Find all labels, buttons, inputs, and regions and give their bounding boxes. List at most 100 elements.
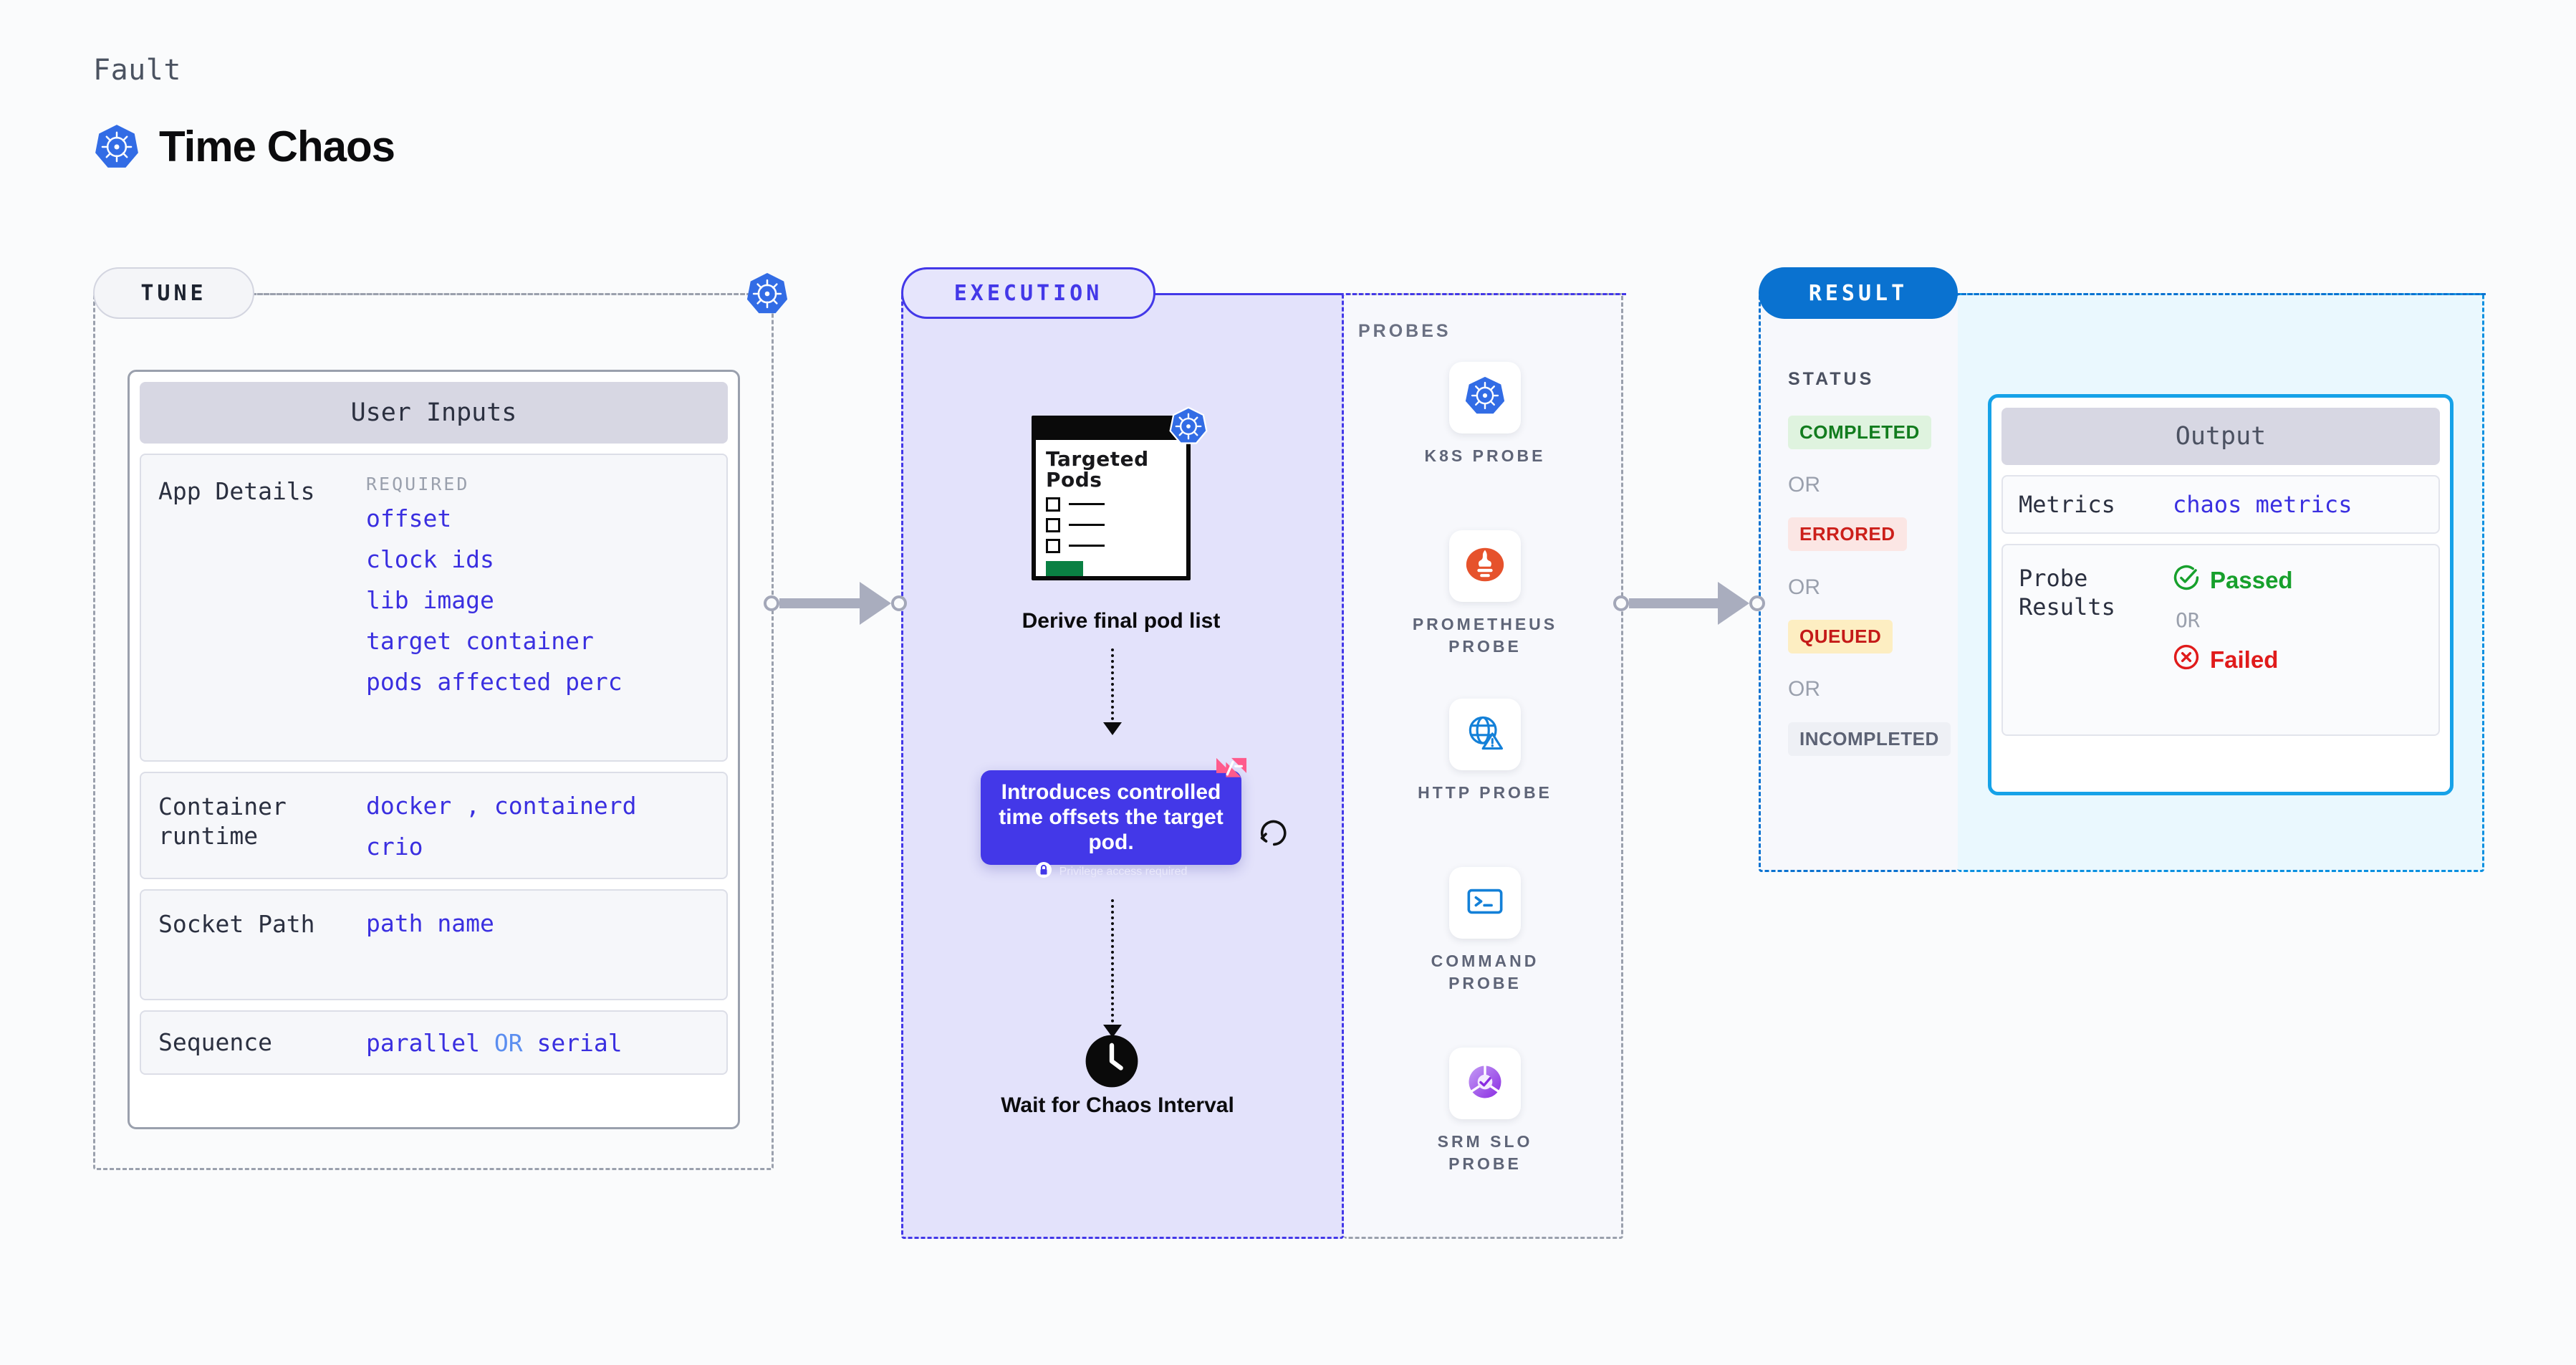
list-item xyxy=(1046,497,1176,512)
value-offset[interactable]: offset xyxy=(366,504,452,532)
targeted-pods-card: Targeted Pods xyxy=(1032,416,1191,580)
placeholder-line xyxy=(1069,503,1105,506)
flow-connector-line xyxy=(1111,899,1114,1028)
value-crio[interactable]: crio xyxy=(366,833,423,861)
wait-for-chaos-interval-label: Wait for Chaos Interval xyxy=(1001,1093,1234,1117)
probe-item-http[interactable]: HTTP PROBE xyxy=(1403,699,1567,804)
checkbox-icon xyxy=(1046,517,1060,532)
failed-label: Failed xyxy=(2210,646,2279,673)
page-title-row: Time Chaos xyxy=(93,122,395,171)
clock-icon xyxy=(1085,1034,1139,1088)
fault-eyebrow-label: Fault xyxy=(93,54,181,87)
status-bar-green xyxy=(1046,560,1083,576)
flow-arrow-head xyxy=(1103,722,1122,735)
probe-result-passed: Passed xyxy=(2173,564,2424,597)
probe-icon-tile xyxy=(1449,867,1521,939)
value-containerd[interactable]: containerd xyxy=(494,792,637,820)
probe-icon-tile xyxy=(1449,530,1521,602)
connector-arrow-head xyxy=(1718,582,1749,625)
value-serial[interactable]: serial xyxy=(537,1028,623,1057)
tune-row-app-details: App Details REQUIRED offset clock ids li… xyxy=(140,454,728,762)
probe-item-srm-slo[interactable]: SRM SLO PROBE xyxy=(1403,1048,1567,1175)
runtime-line-1[interactable]: docker , containerd xyxy=(366,792,712,820)
value-target-container[interactable]: target container xyxy=(366,627,594,655)
probe-icon-tile xyxy=(1449,1048,1521,1119)
probe-label: K8S PROBE xyxy=(1424,446,1546,465)
placeholder-line xyxy=(1069,524,1105,527)
kubernetes-icon xyxy=(93,123,140,171)
user-inputs-title: User Inputs xyxy=(140,382,728,444)
passed-label: Passed xyxy=(2210,567,2293,593)
probe-icon-tile xyxy=(1449,699,1521,770)
probe-label: SRM SLO PROBE xyxy=(1437,1132,1533,1174)
or-conjunction: OR xyxy=(494,1028,523,1057)
output-row-metrics: Metrics chaos metrics xyxy=(2001,475,2440,534)
stage-chip-tune[interactable]: TUNE xyxy=(93,267,254,319)
list-item xyxy=(1046,538,1176,553)
row-label: App Details xyxy=(158,477,315,505)
row-label: Sequence xyxy=(158,1028,272,1057)
status-or-label: OR xyxy=(1788,473,1820,497)
checkbox-icon xyxy=(1046,497,1060,512)
value-docker[interactable]: docker xyxy=(366,792,452,820)
targeted-pods-heading: Targeted Pods xyxy=(1046,447,1149,492)
card-titlebar xyxy=(1036,420,1186,440)
stage-chip-result[interactable]: RESULT xyxy=(1759,267,1958,319)
flow-connector-line xyxy=(1111,648,1114,726)
probe-item-command[interactable]: COMMAND PROBE xyxy=(1403,867,1567,995)
probe-label: HTTP PROBE xyxy=(1418,783,1552,802)
connector-arrow-head xyxy=(860,582,891,625)
list-item xyxy=(1046,517,1176,532)
harness-icon xyxy=(1215,757,1248,787)
row-values: parallel OR serial xyxy=(366,1029,712,1057)
status-badge-incompleted: INCOMPLETED xyxy=(1788,722,1951,756)
status-badge-errored: ERRORED xyxy=(1788,517,1907,551)
connector-execution-to-result xyxy=(1613,582,1765,625)
connector-tune-to-execution xyxy=(764,582,907,625)
output-card: Output Metrics chaos metrics Probe Resul… xyxy=(1988,394,2454,795)
value-path-name[interactable]: path name xyxy=(366,909,494,937)
tune-row-sequence: Sequence parallel OR serial xyxy=(140,1010,728,1075)
x-circle-icon xyxy=(2173,643,2200,676)
lock-icon xyxy=(1035,861,1052,882)
connector-bar xyxy=(1629,598,1719,608)
connector-end-dot xyxy=(891,595,907,611)
probes-section-title: PROBES xyxy=(1358,321,1451,341)
fault-description-tooltip: Introduces controlled time offsets the t… xyxy=(981,770,1241,878)
placeholder-line xyxy=(1069,545,1105,547)
kubernetes-icon xyxy=(745,271,789,317)
privilege-note-text: Privilege access required xyxy=(1059,865,1188,878)
user-inputs-card: User Inputs App Details REQUIRED offset … xyxy=(128,370,740,1129)
connector-start-dot xyxy=(1613,595,1629,611)
prometheus-icon xyxy=(1463,542,1507,590)
row-values: path name xyxy=(366,909,712,937)
result-stage-container xyxy=(1759,293,1958,872)
value-lib-image[interactable]: lib image xyxy=(366,586,494,614)
kubernetes-icon xyxy=(1463,374,1507,422)
rotate-ccw-icon[interactable] xyxy=(1257,817,1292,851)
flow-arrow-head xyxy=(1103,1025,1122,1038)
tooltip-message: Introduces controlled time offsets the t… xyxy=(999,780,1224,854)
kubernetes-icon xyxy=(1168,405,1209,448)
probe-item-k8s[interactable]: K8S PROBE xyxy=(1403,362,1567,467)
value-pods-affected-perc[interactable]: pods affected perc xyxy=(366,668,623,696)
probe-item-prometheus[interactable]: PROMETHEUS PROBE xyxy=(1403,530,1567,658)
stage-chip-execution[interactable]: EXECUTION xyxy=(901,267,1155,319)
value-separator: , xyxy=(466,792,480,820)
status-badge-completed: COMPLETED xyxy=(1788,416,1931,449)
row-label: Socket Path xyxy=(158,910,315,938)
globe-warning-icon xyxy=(1464,712,1506,758)
checkbox-icon xyxy=(1046,538,1060,553)
connector-end-dot xyxy=(1749,595,1765,611)
value-parallel[interactable]: parallel xyxy=(366,1028,480,1057)
page-title: Time Chaos xyxy=(159,123,395,171)
value-clock-ids[interactable]: clock ids xyxy=(366,545,494,573)
card-body: Targeted Pods xyxy=(1036,440,1186,576)
tune-leader-line xyxy=(252,293,758,295)
result-leader-line xyxy=(1956,293,2486,295)
value-chaos-metrics[interactable]: chaos metrics xyxy=(2173,491,2352,518)
check-circle-icon xyxy=(2173,564,2200,597)
row-label: Container runtime xyxy=(158,792,287,851)
connector-start-dot xyxy=(764,595,779,611)
tune-row-socket-path: Socket Path path name xyxy=(140,889,728,1000)
